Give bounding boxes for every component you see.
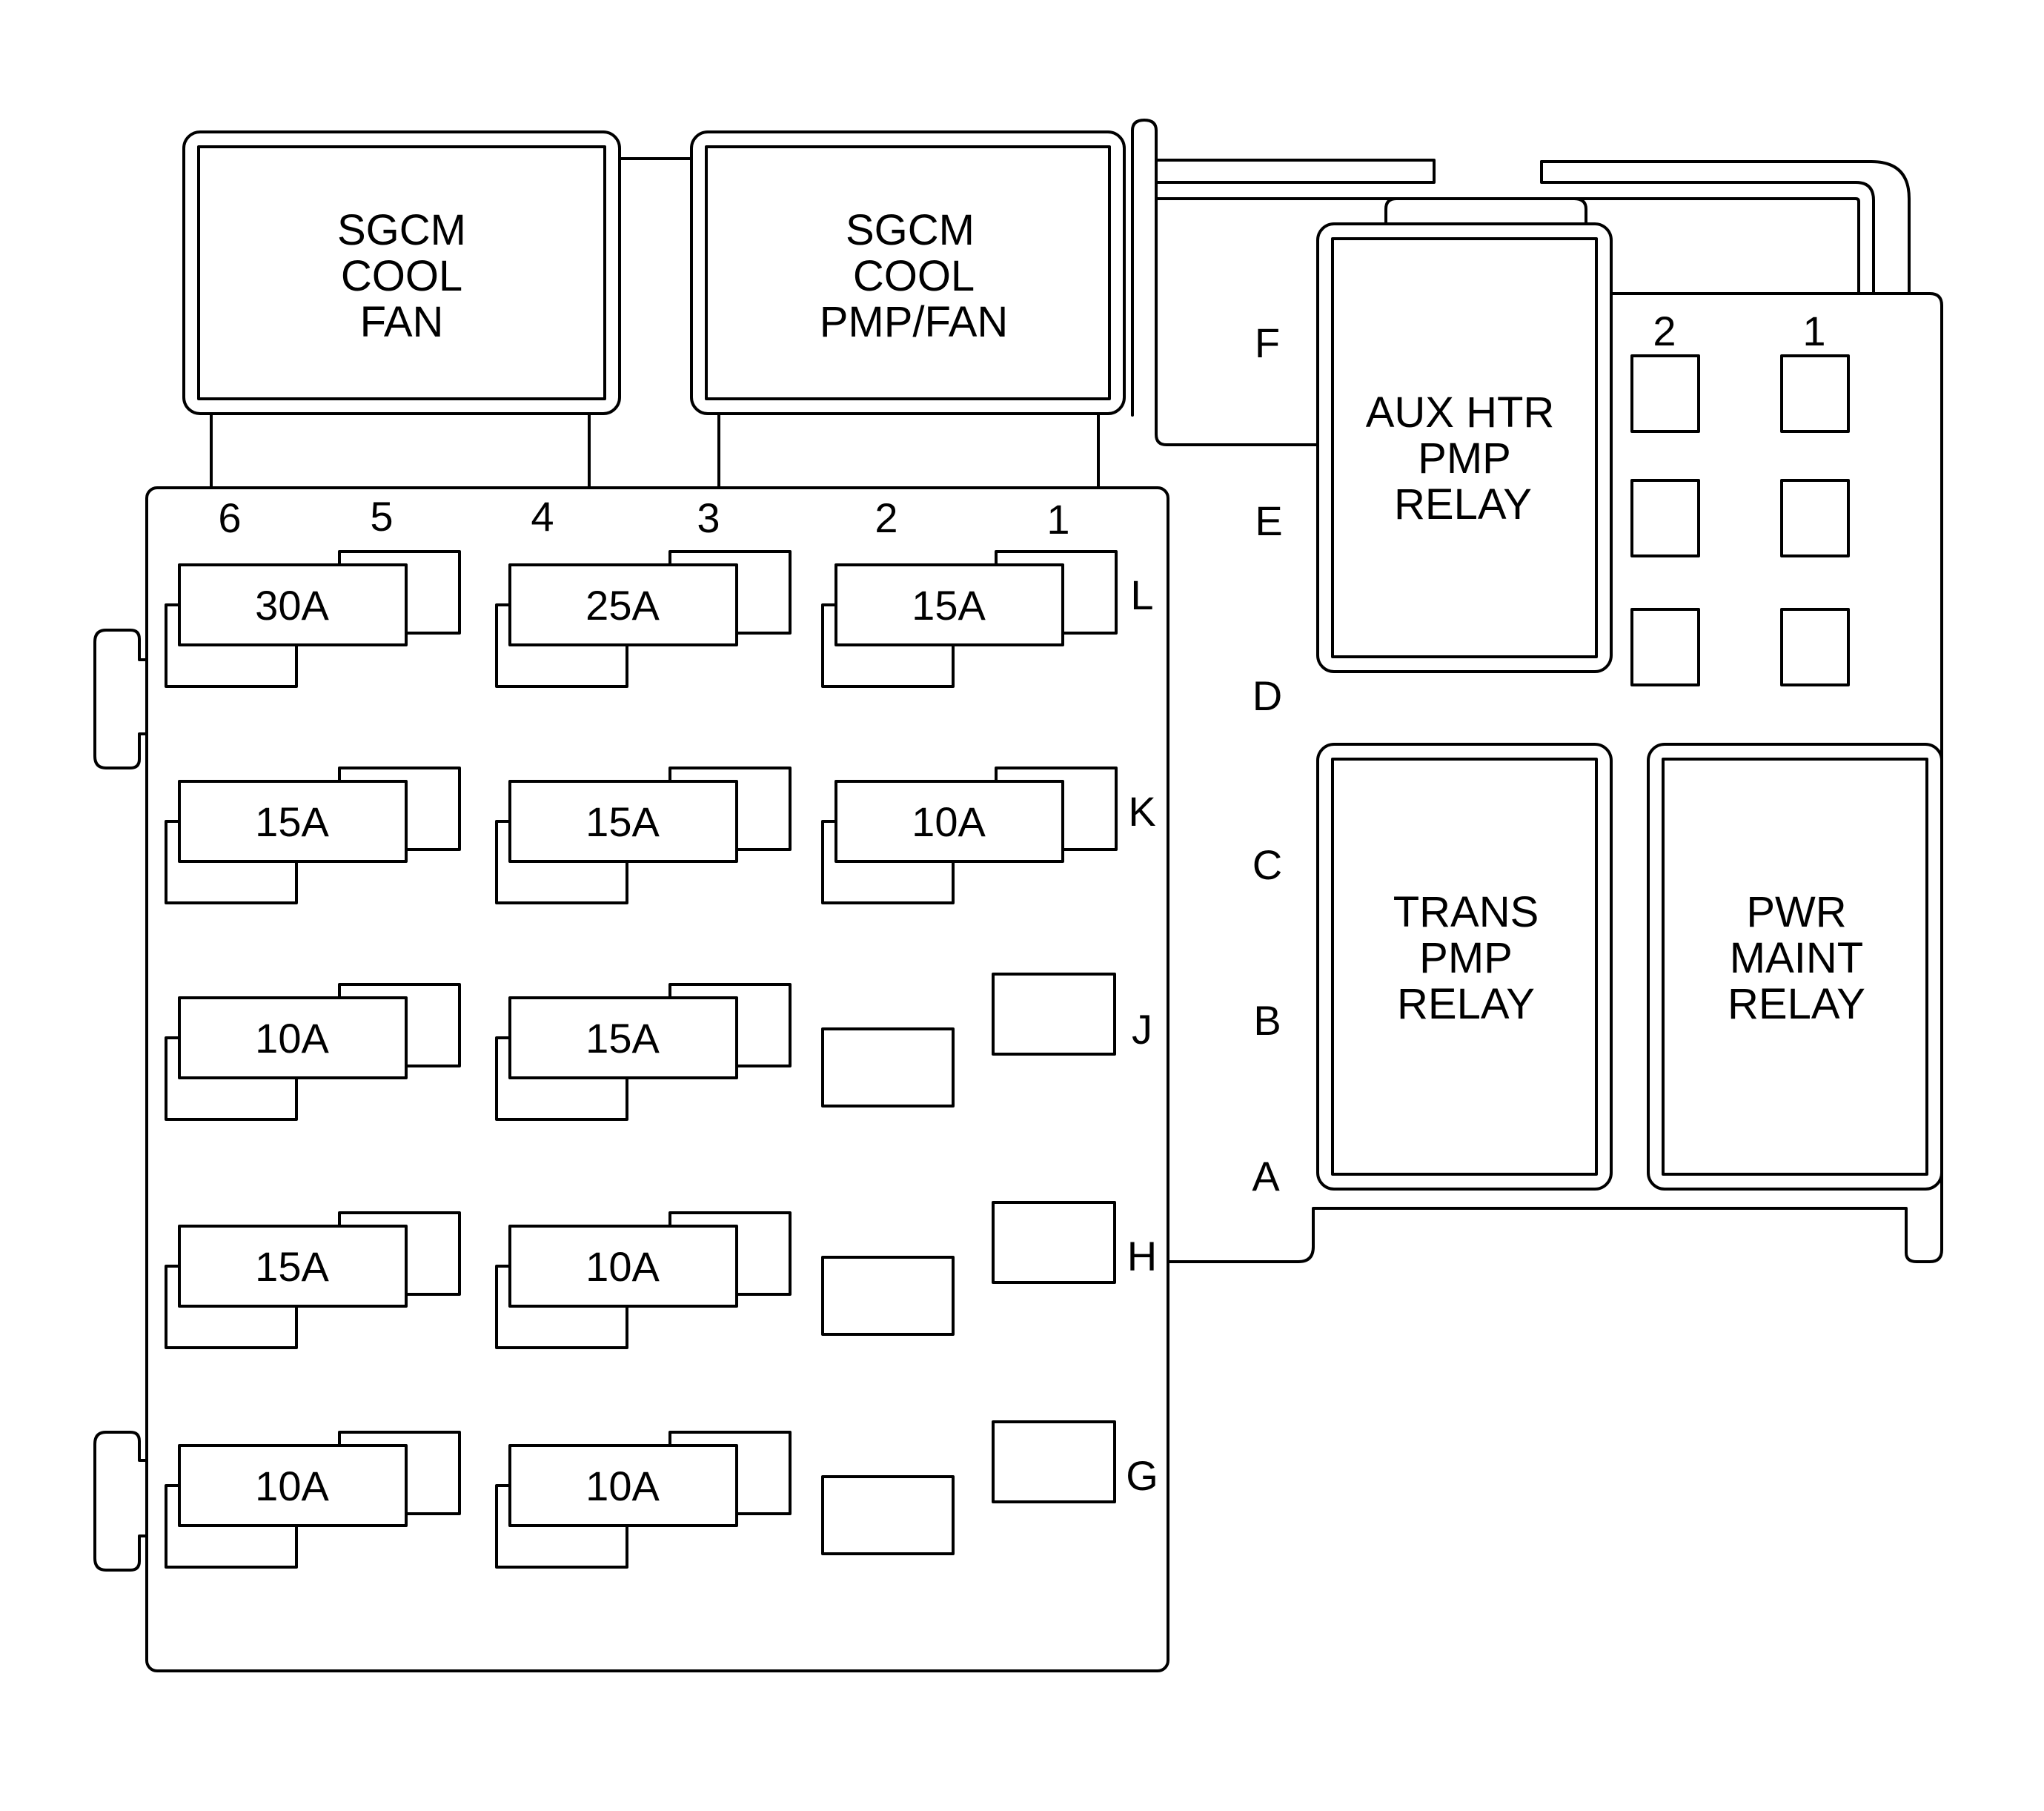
sgcm-cool-pmp-fan-label-3: PMP/FAN (820, 298, 1009, 346)
terminal-slot (1630, 354, 1700, 433)
relay-block (1131, 119, 1943, 1263)
fuse-rating: 10A (585, 1243, 660, 1290)
fuse-grid: 30A 25A 15A 15A 15A 10A 10A 15A 15A 10A 10A 10A (165, 550, 1118, 1569)
fuse-block: 6 5 4 3 2 1 L K J H G (93, 486, 1169, 1672)
terminal-slot (1630, 479, 1700, 557)
terminal-slot (1780, 479, 1850, 557)
fuse[interactable]: 10A (495, 1211, 792, 1349)
relay-row-labels: F E D C B A (1252, 320, 1282, 1199)
empty-fuse-slot (821, 973, 1116, 1108)
relay-column-label: 2 (1653, 308, 1676, 354)
terminal-slot (1780, 354, 1850, 433)
trans-pmp-label-3: RELAY (1397, 980, 1535, 1028)
fuse-row-label: H (1127, 1233, 1157, 1279)
fuse[interactable]: 10A (165, 983, 461, 1121)
aux-htr-pmp-relay[interactable]: AUX HTR PMP RELAY (1316, 222, 1613, 673)
relay-column-label: 1 (1802, 308, 1825, 354)
sgcm-cool-pmp-fan-label-1: SGCM (846, 206, 975, 254)
fuse-block-housing (145, 486, 1169, 1672)
sgcm-cool-fan-label-1: SGCM (337, 206, 466, 254)
aux-htr-pmp-label-3: RELAY (1394, 480, 1532, 529)
relay-row-label: E (1255, 497, 1282, 544)
fuse-column-label: 3 (697, 494, 720, 541)
fuse[interactable]: 10A (821, 767, 1118, 904)
fuse[interactable]: 15A (165, 767, 461, 904)
fuse-rating: 10A (585, 1463, 660, 1509)
fuse[interactable]: 25A (495, 550, 792, 688)
aux-htr-pmp-label-1: AUX HTR (1366, 388, 1555, 437)
trans-pmp-label-2: PMP (1419, 934, 1513, 982)
fuse-rating: 15A (912, 582, 986, 629)
fuse-rating: 30A (255, 582, 329, 629)
fuse-row-label: K (1128, 788, 1155, 835)
fuse-row-label: J (1132, 1006, 1152, 1053)
fuse-column-label: 5 (370, 493, 393, 540)
fuse[interactable]: 15A (495, 767, 792, 904)
relay-row-label: B (1253, 997, 1281, 1044)
sgcm-cool-pmp-fan-label-2: COOL (853, 252, 975, 300)
fuse-rating: 10A (912, 798, 986, 845)
pwr-maint-label-3: RELAY (1728, 980, 1865, 1028)
fuse-row-label: G (1126, 1452, 1158, 1499)
fuse-column-label: 4 (531, 493, 554, 540)
pwr-maint-relay[interactable]: PWR MAINT RELAY (1647, 743, 1943, 1191)
relay-legs (210, 412, 1100, 489)
relay-block-housing (1167, 292, 1943, 1263)
mounting-clip-lower (93, 1431, 148, 1572)
fuse[interactable]: 15A (495, 983, 792, 1121)
trans-pmp-relay[interactable]: TRANS PMP RELAY (1316, 743, 1613, 1191)
fuse-column-label: 2 (875, 494, 897, 541)
aux-htr-pmp-label-2: PMP (1418, 434, 1511, 483)
terminal-slot (1630, 608, 1700, 686)
fuse[interactable]: 30A (165, 550, 461, 688)
pwr-maint-label-2: MAINT (1730, 934, 1863, 982)
sgcm-cool-pmp-fan-relay[interactable]: SGCM COOL PMP/FAN (690, 130, 1126, 415)
relay-terminal-slots: 2 1 (1630, 308, 1850, 686)
fuse[interactable]: 10A (495, 1431, 792, 1569)
sgcm-cool-fan-label-3: FAN (360, 298, 444, 346)
fuse-column-label: 6 (218, 494, 241, 541)
fuse-column-label: 1 (1046, 496, 1069, 543)
fuse-rating: 15A (585, 1015, 660, 1062)
fuse-rating: 10A (255, 1463, 329, 1509)
fuse-rating: 15A (585, 798, 660, 845)
fuse[interactable]: 15A (165, 1211, 461, 1349)
harness-wire-right (1540, 160, 1911, 295)
relay-row-label: F (1255, 320, 1280, 366)
fuse-rating: 15A (255, 1243, 329, 1290)
pwr-maint-label-1: PWR (1746, 888, 1846, 936)
fuse-row-label: L (1130, 572, 1153, 618)
terminal-slot (1780, 608, 1850, 686)
sgcm-cool-fan-label-2: COOL (341, 252, 462, 300)
empty-fuse-slot (821, 1201, 1116, 1336)
harness-wire-left (1155, 129, 1319, 446)
fuse[interactable]: 15A (821, 550, 1118, 688)
trans-pmp-label-1: TRANS (1393, 888, 1539, 936)
empty-fuse-slot (821, 1420, 1116, 1555)
relay-row-label: C (1252, 841, 1282, 888)
fuse-rating: 25A (585, 582, 660, 629)
relay-row-label: A (1252, 1153, 1280, 1199)
sgcm-cool-fan-relay[interactable]: SGCM COOL FAN (182, 130, 621, 415)
fuse[interactable]: 10A (165, 1431, 461, 1569)
mounting-clip-upper (93, 629, 148, 769)
fuse-rating: 10A (255, 1015, 329, 1062)
fuse-rating: 15A (255, 798, 329, 845)
relay-row-label: D (1252, 672, 1282, 719)
